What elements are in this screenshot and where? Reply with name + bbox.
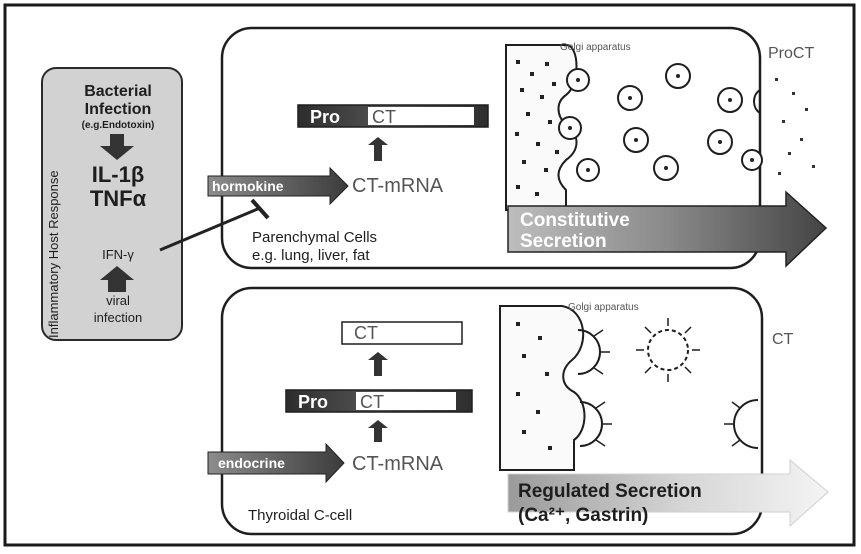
parenchymal-cells-line1: Parenchymal Cells xyxy=(252,229,377,246)
endocrine-label: endocrine xyxy=(218,455,285,471)
secretion-line1-bottom: Regulated Secretion xyxy=(518,481,702,502)
secretion-line1-top: Constitutive xyxy=(520,210,630,231)
bacterial-line2: Infection xyxy=(85,101,152,118)
secretion-line2-bottom: (Ca²⁺, Gastrin) xyxy=(518,505,648,526)
ct-box: CT xyxy=(342,322,462,344)
thyroid-c-cell-label: Thyroidal C-cell xyxy=(248,507,352,524)
side-label: Inflammatory Host Response xyxy=(46,170,61,338)
mrna-label-top: CT-mRNA xyxy=(352,175,444,197)
parenchymal-cell: Golgi apparatus ProCT Pro CT CT-mRNA hor… xyxy=(160,28,826,268)
procalcitonin-label: ProCT xyxy=(768,45,814,62)
bar-pro-bottom: Pro xyxy=(298,392,328,412)
golgi-label-top: Golgi apparatus xyxy=(560,42,631,53)
inflammatory-response-box: Inflammatory Host Response Bacterial Inf… xyxy=(42,68,182,340)
secretion-line2-top: Secretion xyxy=(520,231,607,252)
ifn-label: IFN-γ xyxy=(102,247,134,262)
ct-box-text: CT xyxy=(354,323,378,343)
il1b-label: IL-1β xyxy=(92,162,145,187)
bacterial-line1: Bacterial xyxy=(84,83,152,100)
proct-bar-bottom: Pro CT xyxy=(286,390,472,412)
bar-ct-top: CT xyxy=(372,107,396,127)
viral-line2: infection xyxy=(94,310,142,325)
thyroid-c-cell: Golgi apparatus CT CT Pro CT CT-mRNA end… xyxy=(208,288,828,534)
bacterial-line3: (e.g.Endotoxin) xyxy=(82,120,155,131)
bar-ct-bottom: CT xyxy=(360,392,384,412)
parenchymal-cells-line2: e.g. lung, liver, fat xyxy=(252,247,370,264)
released-procalcitonin-dots xyxy=(775,78,815,175)
tnfa-label: TNFα xyxy=(90,186,147,211)
bar-pro-top: Pro xyxy=(310,107,340,127)
mrna-label-bottom: CT-mRNA xyxy=(352,453,444,475)
viral-line1: viral xyxy=(106,293,130,308)
golgi-label-bottom: Golgi apparatus xyxy=(568,302,639,313)
proct-bar-top: Pro CT xyxy=(298,105,488,127)
hormokine-label: hormokine xyxy=(212,178,284,194)
calcitonin-label: CT xyxy=(772,331,794,348)
